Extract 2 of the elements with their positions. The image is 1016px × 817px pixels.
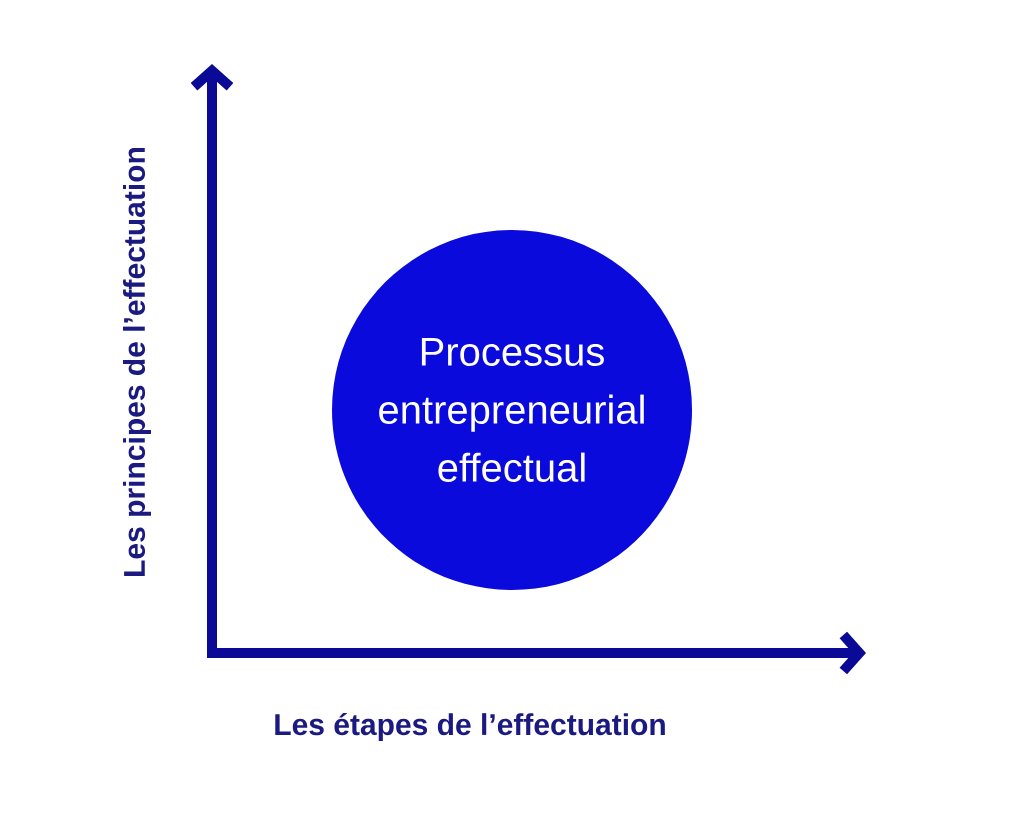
axis-label: Les étapes de l’effectuation [275,712,665,742]
axis-label: Les principes de l’effectuation [123,148,151,576]
